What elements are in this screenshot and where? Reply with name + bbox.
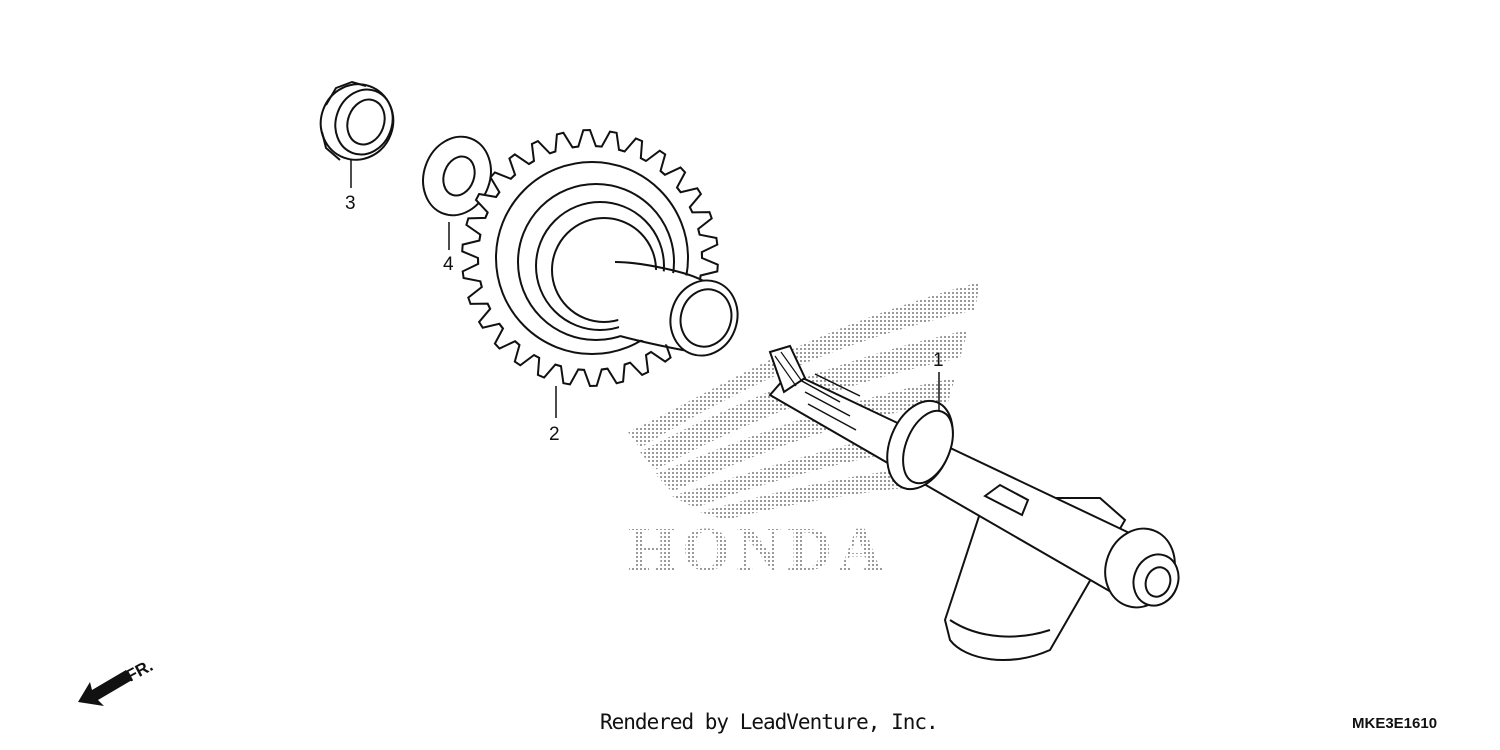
gear-teeth xyxy=(461,128,719,388)
drawing-code: MKE3E1610 xyxy=(1352,715,1438,732)
part-oil-seal xyxy=(319,80,395,161)
callout-1[interactable]: 1 xyxy=(933,350,944,371)
front-arrow-icon xyxy=(78,670,132,706)
part-gear xyxy=(461,128,739,388)
callout-leaders xyxy=(350,160,940,418)
honda-wordmark: HONDA xyxy=(628,516,889,584)
part-washer xyxy=(422,135,492,217)
part-kickstarter-spindle xyxy=(768,344,1180,661)
front-direction-marker: FR. xyxy=(78,656,156,706)
callout-3[interactable]: 3 xyxy=(345,193,356,214)
callout-2[interactable]: 2 xyxy=(549,424,560,445)
footer-credit: Rendered by LeadVenture, Inc. xyxy=(600,710,939,734)
callout-4[interactable]: 4 xyxy=(443,254,454,275)
